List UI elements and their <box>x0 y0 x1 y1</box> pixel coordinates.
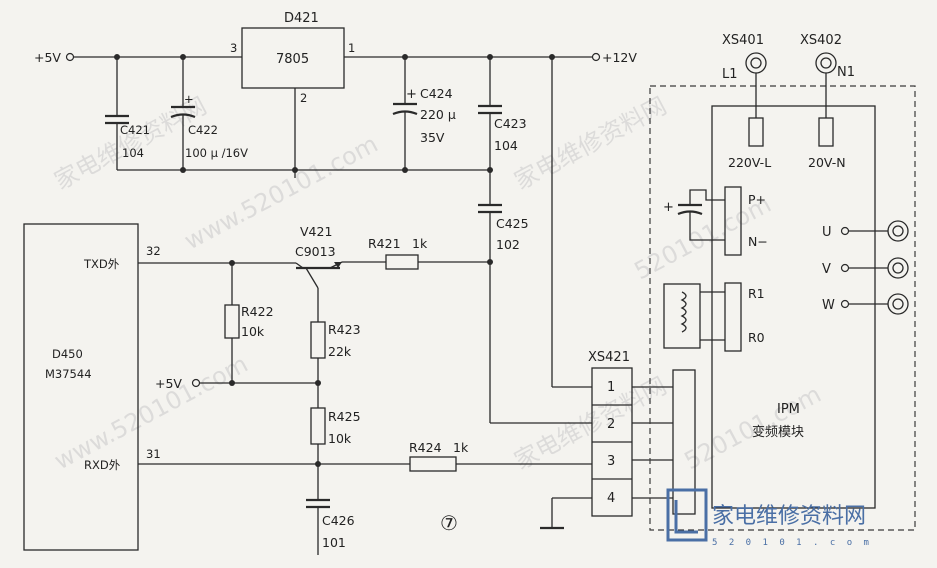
terminal-w <box>840 299 850 309</box>
reactor-coil <box>663 283 701 349</box>
label-r425-value: 10k <box>328 431 352 446</box>
label-txd: TXD外 <box>83 257 120 271</box>
label-xs-pin-2: 2 <box>607 417 615 432</box>
label-rxd: RXD外 <box>84 458 121 472</box>
label-r424: R424 <box>409 440 442 455</box>
label-c422-value: 100 µ /16V <box>185 146 248 160</box>
label-5v-input: +5V <box>34 50 61 65</box>
watermark: 家电维修资料网 <box>510 92 671 196</box>
label-r422: R422 <box>241 304 274 319</box>
watermark-layer: 家电维修资料网 www.520101.com 家电维修资料网 520101.co… <box>50 92 826 476</box>
label-r421-value: 1k <box>412 236 428 251</box>
output-terminal-v <box>887 257 909 279</box>
terminal-5v-input <box>65 52 75 62</box>
label-c423-value: 104 <box>494 138 518 153</box>
label-c423: C423 <box>494 116 527 131</box>
label-pin-31: 31 <box>146 447 161 461</box>
label-c424: C424 <box>420 86 453 101</box>
site-logo: 家电维修资料网 5 2 0 1 0 1 . c o m <box>666 488 872 548</box>
label-n1: N1 <box>837 65 855 80</box>
label-c421-value: 104 <box>122 146 144 160</box>
label-5v-mid: +5V <box>155 376 182 391</box>
resistor-r423 <box>310 321 326 359</box>
label-c422: C422 <box>188 123 218 137</box>
label-12v: +12V <box>602 50 637 65</box>
label-r1: R1 <box>748 286 765 301</box>
label-l1: L1 <box>722 67 738 82</box>
terminal-12v <box>591 52 601 62</box>
label-xs-pin-1: 1 <box>607 380 615 395</box>
connector-xs421: XS421 1 2 3 4 <box>540 57 696 530</box>
label-w: W <box>822 298 835 313</box>
logo-url: 5 2 0 1 0 1 . c o m <box>712 538 872 548</box>
label-c421: C421 <box>120 123 150 137</box>
resistor-r422 <box>224 304 240 339</box>
output-terminal-u <box>887 220 909 242</box>
label-c424-voltage: 35V <box>420 130 445 145</box>
label-xs421: XS421 <box>588 350 630 365</box>
label-r423: R423 <box>328 322 361 337</box>
label-v: V <box>822 262 831 277</box>
label-r424-value: 1k <box>453 440 469 455</box>
terminal-xs401 <box>745 52 767 74</box>
label-ipm: IPM <box>777 402 800 417</box>
label-xs401: XS401 <box>722 33 764 48</box>
label-pin-2: 2 <box>300 91 307 105</box>
label-c425-value: 102 <box>496 237 520 252</box>
communication-section: D450 M37544 TXD外 RXD外 32 31 R422 10k +5V… <box>23 203 592 555</box>
label-r421: R421 <box>368 236 401 251</box>
logo-text: 家电维修资料网 <box>712 504 866 529</box>
label-r0: R0 <box>748 330 765 345</box>
ipm-module: IPM 变频模块 XS401 XS402 L1 N1 220V-L 20V-N … <box>649 33 916 531</box>
label-c426-value: 101 <box>322 535 346 550</box>
terminal-v <box>840 263 850 273</box>
label-regulator-type: 7805 <box>276 52 309 67</box>
power-supply-section: +5V C421 104 + C422 100 µ /16V 7805 D421… <box>34 11 637 205</box>
label-c426: C426 <box>322 513 355 528</box>
plus-sign: + <box>184 92 194 106</box>
label-pin-1: 1 <box>348 41 355 55</box>
terminal-xs402 <box>815 52 837 74</box>
figure-number: ⑦ <box>440 511 458 535</box>
label-xs402: XS402 <box>800 33 842 48</box>
mcu-d450 <box>23 223 139 551</box>
label-pin-32: 32 <box>146 244 161 258</box>
label-xs-pin-4: 4 <box>607 491 615 506</box>
label-n-minus: N− <box>748 234 768 249</box>
pin-220v-l <box>748 117 764 147</box>
label-r422-value: 10k <box>241 324 265 339</box>
label-r423-value: 22k <box>328 344 352 359</box>
label-ipm-cn: 变频模块 <box>752 424 804 440</box>
label-d450: D450 <box>52 347 83 361</box>
label-m37544: M37544 <box>45 367 92 381</box>
plus-sign: + <box>663 200 674 215</box>
label-v421: V421 <box>300 224 332 239</box>
resistor-r424 <box>409 456 457 472</box>
label-c424-value: 220 µ <box>420 107 456 122</box>
plus-sign: + <box>406 87 417 102</box>
label-u: U <box>822 225 832 240</box>
label-c425: C425 <box>496 216 529 231</box>
pin-20v-n <box>818 117 834 147</box>
label-c9013: C9013 <box>295 244 336 259</box>
label-d421: D421 <box>284 11 319 26</box>
label-pin-3: 3 <box>230 41 237 55</box>
resistor-r425 <box>310 407 326 445</box>
transistor-v421 <box>295 261 343 322</box>
label-xs-pin-3: 3 <box>607 454 615 469</box>
label-20v-n: 20V-N <box>808 155 846 170</box>
resistor-r421 <box>385 254 419 270</box>
terminal-u <box>840 226 850 236</box>
label-p-plus: P+ <box>748 192 766 207</box>
terminal-5v-mid <box>191 378 201 388</box>
label-220v-l: 220V-L <box>728 155 771 170</box>
label-r425: R425 <box>328 409 361 424</box>
output-terminal-w <box>887 293 909 315</box>
regulator-7805 <box>241 27 345 89</box>
